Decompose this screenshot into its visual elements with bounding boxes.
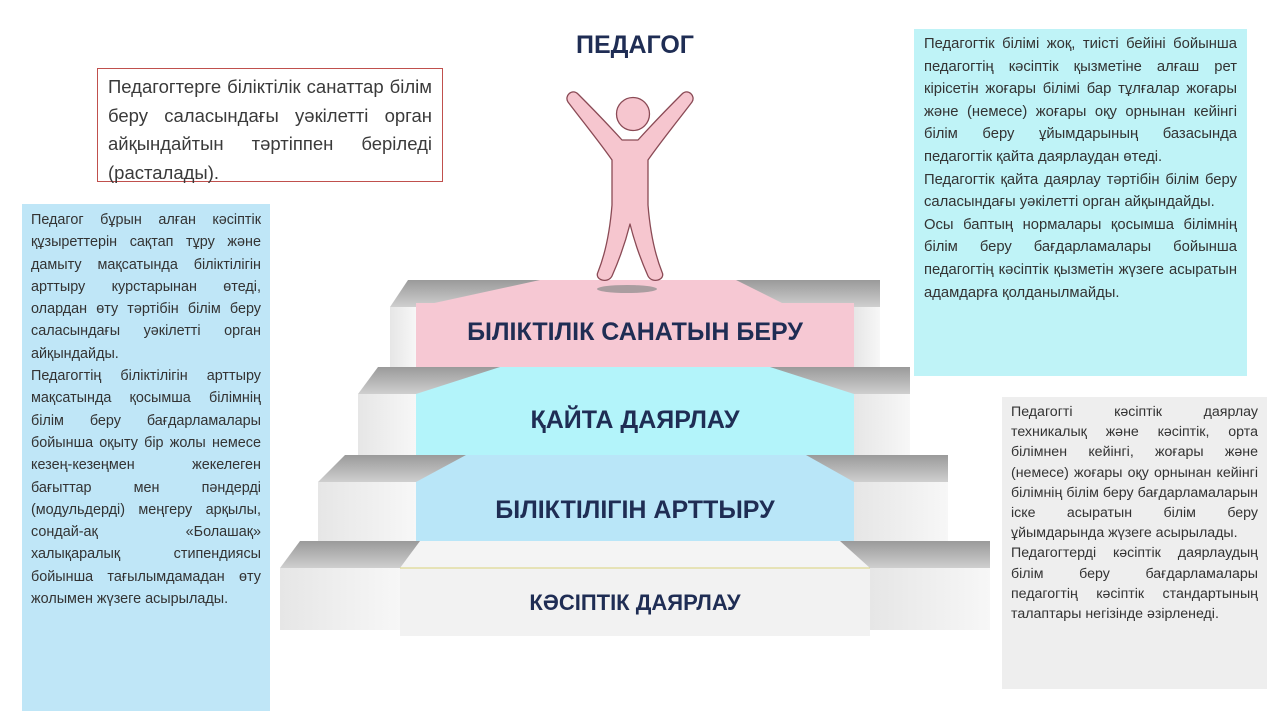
step2-center-top xyxy=(416,367,854,394)
level2-face xyxy=(416,394,854,455)
retraining-text-3: Осы баптың нормалары қосымша білімнің бі… xyxy=(924,216,1237,301)
retraining-note: Педагогтік білімі жоқ, тиісті бейіні бой… xyxy=(914,29,1247,376)
professional-training-text-1: Педагогті кәсіптік даярлау техникалық жә… xyxy=(1011,404,1258,542)
step4-center-top xyxy=(400,541,870,568)
step3-face-right xyxy=(854,482,948,541)
level-qualification-category: БІЛІКТІЛІК САНАТЫН БЕРУ xyxy=(467,318,803,346)
step2-face-right xyxy=(854,394,910,455)
category-assignment-text: Педагогтерге біліктілік санаттар білім б… xyxy=(108,76,432,183)
retraining-text-2: Педагогтік қайта даярлау тәртібін білім … xyxy=(924,171,1237,211)
person-icon xyxy=(566,91,694,282)
retraining-text-1: Педагогтік білімі жоқ, тиісті бейіні бой… xyxy=(924,36,1237,165)
step2-face-left xyxy=(358,394,416,455)
level3-face xyxy=(416,482,854,541)
category-assignment-note: Педагогтерге біліктілік санаттар білім б… xyxy=(97,68,443,183)
step1-face-right xyxy=(854,307,880,367)
level-professional-training: КӘСІПТІК ДАЯРЛАУ xyxy=(529,590,741,615)
step1-face-left xyxy=(390,307,416,367)
professional-training-text-2: Педагогтерді кәсіптік даярлаудың білім б… xyxy=(1011,545,1258,623)
level1-face xyxy=(416,303,854,367)
level-retraining: ҚАЙТА ДАЯРЛАУ xyxy=(530,406,740,434)
professional-development-text-2: Педагогтің біліктілігін арттыру мақсатын… xyxy=(31,368,261,608)
diagram-title: ПЕДАГОГ xyxy=(576,31,694,59)
step4-face-left xyxy=(280,568,400,630)
step1-center-top xyxy=(416,280,790,307)
step4-face-right xyxy=(870,568,990,630)
level4-face xyxy=(400,568,870,636)
step3-center-top xyxy=(416,455,854,482)
professional-development-text-1: Педагог бұрын алған кәсіптік құзыреттері… xyxy=(31,212,261,362)
step3-face-left xyxy=(318,482,416,541)
professional-development-note: Педагог бұрын алған кәсіптік құзыреттері… xyxy=(22,204,270,711)
level-professional-development: БІЛІКТІЛІГІН АРТТЫРУ xyxy=(495,496,775,524)
figure-shadow xyxy=(597,285,657,293)
professional-training-note: Педагогті кәсіптік даярлау техникалық жә… xyxy=(1002,397,1267,689)
